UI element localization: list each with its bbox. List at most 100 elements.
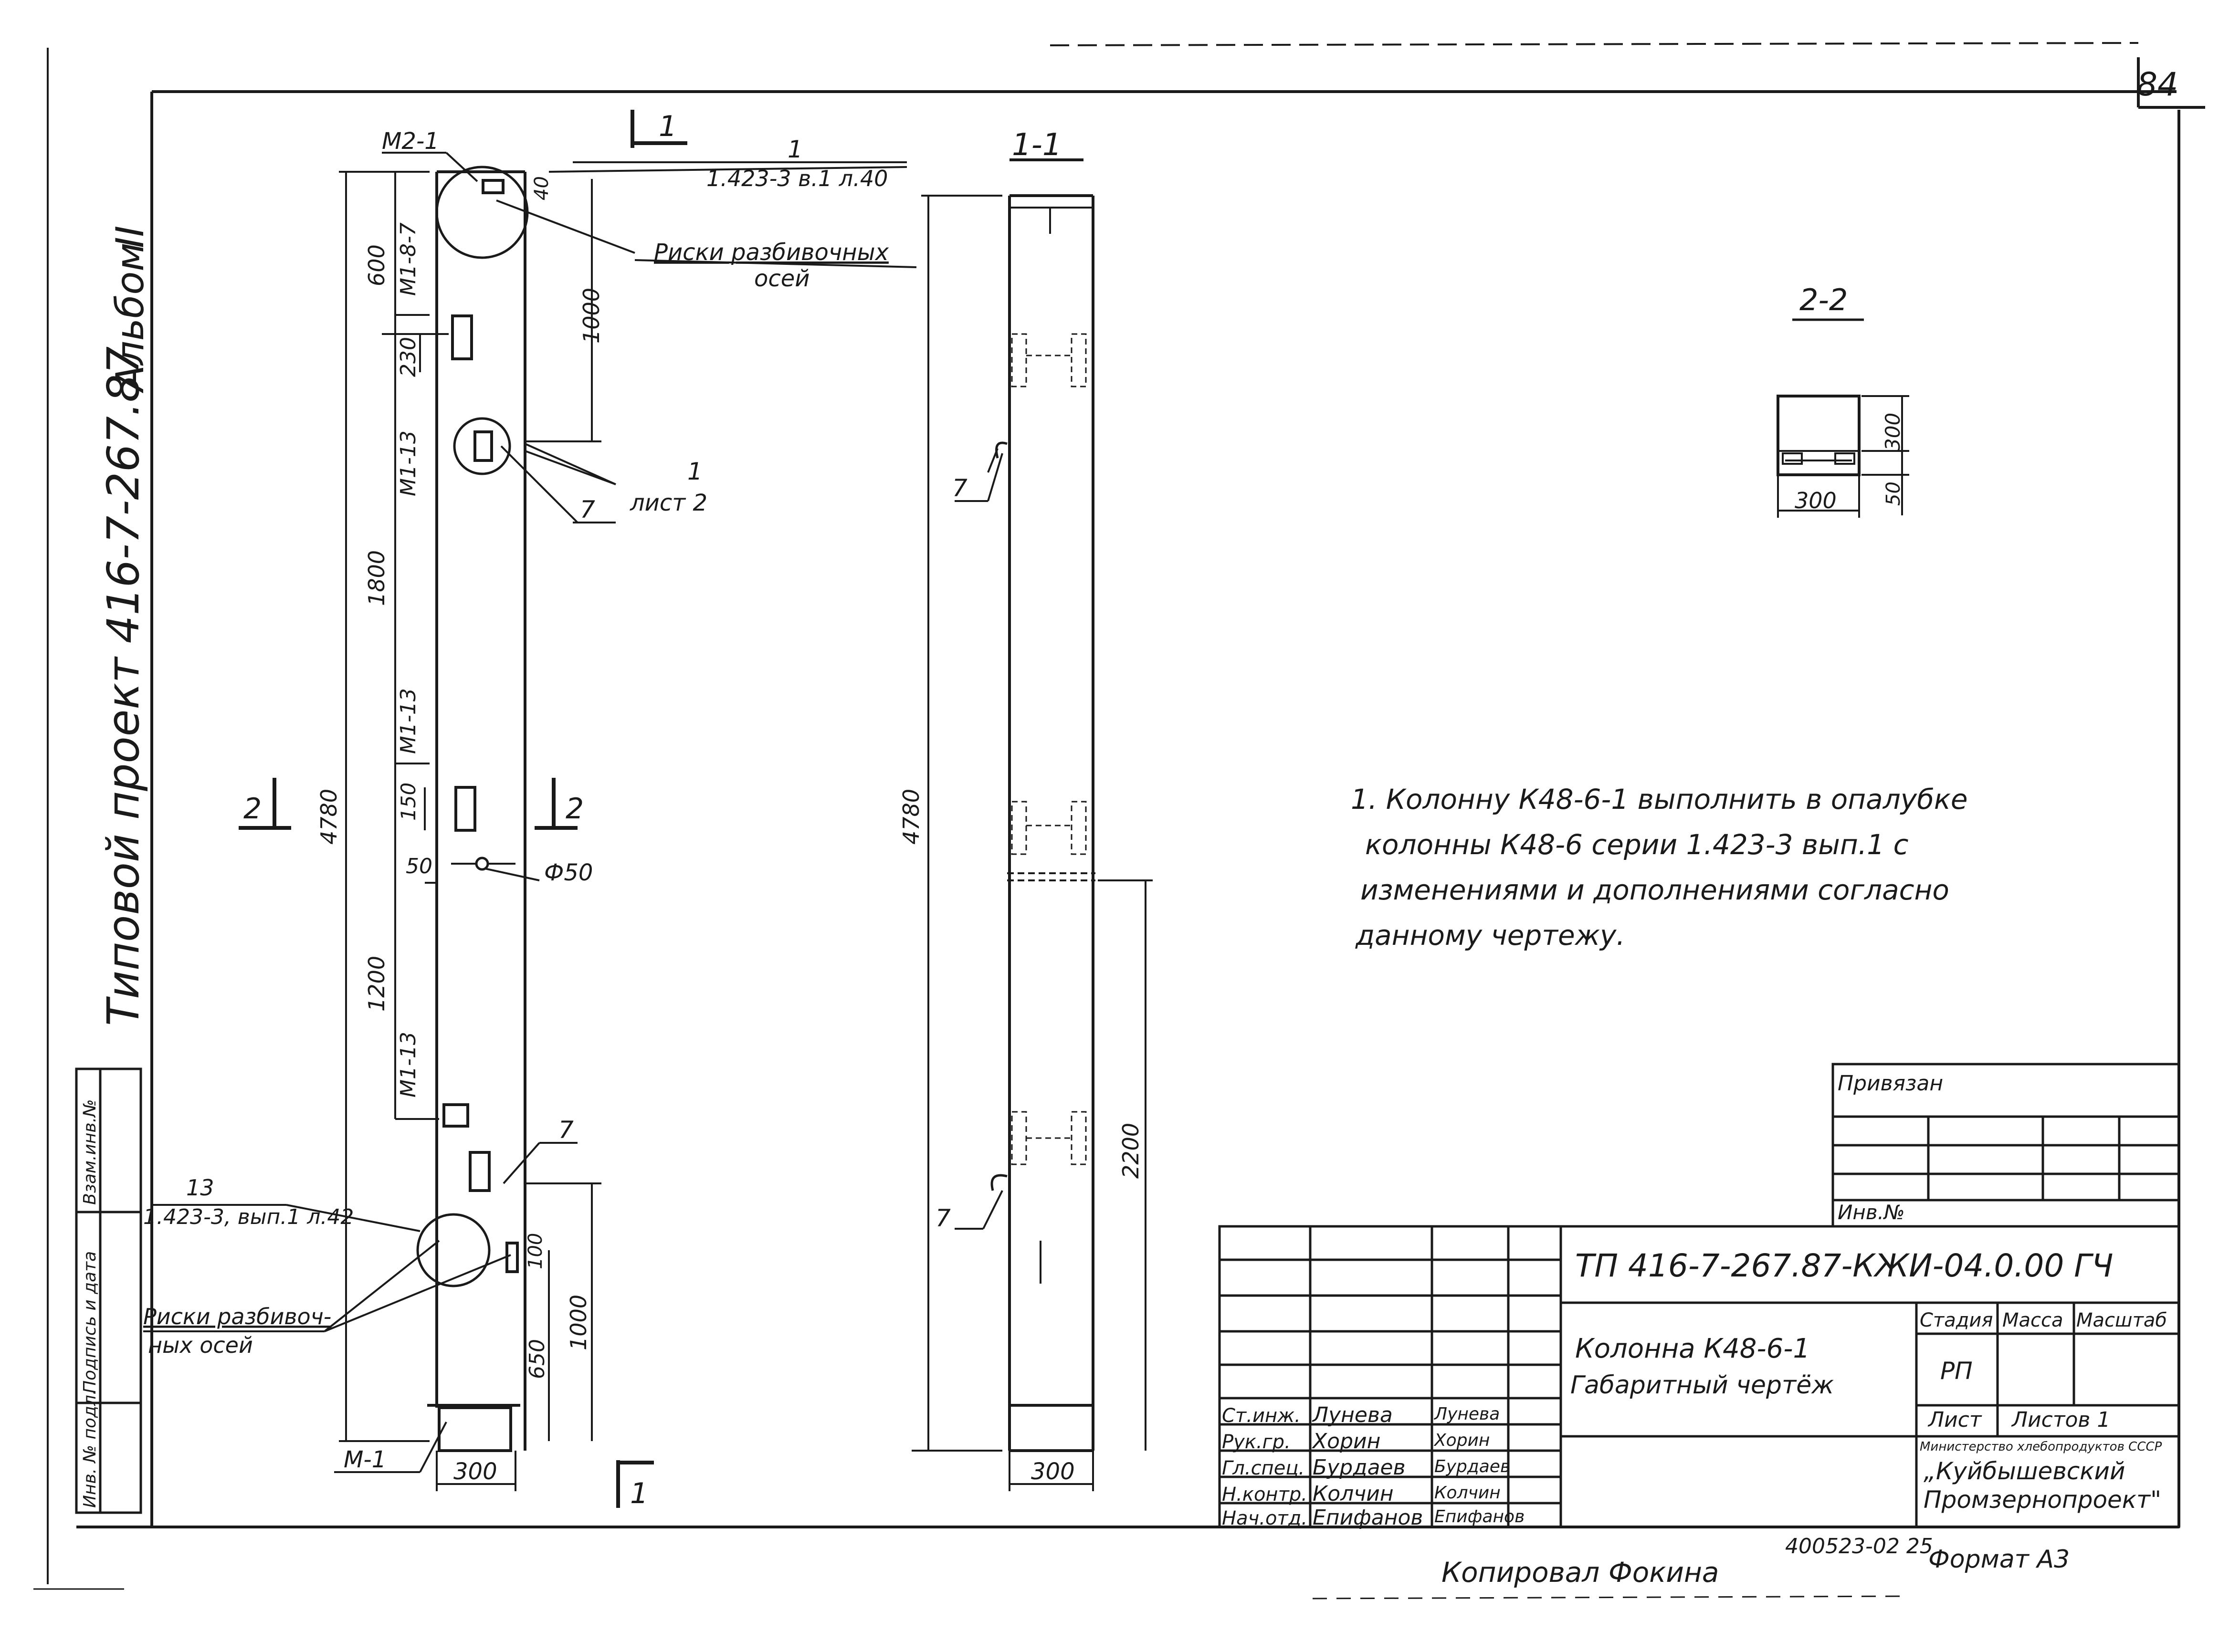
callout-7-lower: 7: [558, 1116, 574, 1144]
album-label: Альбом: [108, 242, 152, 394]
side-dim-4780: 4780: [898, 789, 924, 845]
section-2-2-height: 300: [1881, 413, 1904, 451]
section-2-left-label: 2: [243, 792, 262, 826]
label-m1-13-mid: М1-13: [396, 688, 421, 754]
dim-1000-top: 1000: [578, 288, 604, 344]
role-1: Рук.гр.: [1222, 1431, 1291, 1453]
side-view-labels: 1-1 7 7 4780 2200 300: [898, 127, 1144, 1485]
label-m2-1: М2-1: [382, 128, 439, 155]
side-view-title: 1-1: [1012, 127, 1062, 163]
sheet-label: Лист: [1927, 1408, 1982, 1432]
org-name-2: Промзернопроект": [1924, 1486, 2161, 1514]
callout-risks-top-1: Риски разбивочных: [654, 239, 889, 266]
name-2: Бурдаев: [1313, 1455, 1406, 1480]
callout-risks-bot-1: Риски разбивоч-: [143, 1304, 331, 1329]
section-2-2-title: 2-2: [1799, 282, 1848, 317]
callout-1: 1: [788, 136, 803, 163]
side-callout-7-lower: 7: [936, 1204, 951, 1232]
note-line-2: колонны К48-6 серии 1.423-3 вып.1 с: [1365, 828, 1909, 861]
section-1-top-label: 1: [659, 110, 677, 143]
side-view-dimensions: [912, 158, 1153, 1491]
front-view-labels: М2-1 1 1 2 2 1 1.423-3 в.1 л.40 Риски ра…: [143, 110, 889, 1510]
inv-no-label: Инв.№: [1838, 1201, 1905, 1224]
sheet-format: Формат А3: [1928, 1545, 2070, 1574]
ministry-name: Министерство хлебопродуктов СССР: [1920, 1440, 2162, 1454]
dim-100: 100: [525, 1233, 547, 1269]
sheet-number: 84: [2137, 66, 2178, 104]
sign-1: Хорин: [1433, 1431, 1490, 1450]
callout-risks-top-2: осей: [754, 265, 810, 292]
section-2-right-label: 2: [566, 792, 584, 826]
dim-150: 150: [397, 783, 420, 821]
dim-50: 50: [406, 854, 432, 878]
name-4: Епифанов: [1313, 1506, 1423, 1530]
mass-header: Масса: [2002, 1309, 2063, 1331]
album-number: II: [108, 226, 152, 248]
hole-diameter: Ф50: [544, 859, 593, 886]
section-2-2-offset: 50: [1882, 481, 1904, 506]
sign-2: Бурдаев: [1434, 1457, 1510, 1476]
label-m1-13-top: М1-13: [396, 430, 421, 496]
callout-13: 13: [186, 1175, 214, 1201]
scale-header: Масштаб: [2076, 1309, 2167, 1331]
side-dim-300: 300: [1031, 1458, 1075, 1485]
dim-300-front: 300: [453, 1458, 497, 1485]
dim-40: 40: [531, 176, 553, 200]
side-callout-7-upper: 7: [952, 474, 968, 502]
privyazan-label: Привязан: [1838, 1071, 1943, 1096]
front-view-dimensions: [339, 171, 601, 1491]
drawing-name-2: Габаритный чертёж: [1570, 1371, 1834, 1400]
title-block: Привязан Инв.№ ТП 416-7-267.87-КЖИ-04.0.…: [1222, 1071, 2167, 1530]
callout-7-upper: 7: [580, 496, 595, 523]
sign-4: Епифанов: [1434, 1507, 1525, 1527]
name-1: Хорин: [1312, 1429, 1380, 1453]
front-view-leaders: [143, 152, 917, 1473]
callout-1-ref: 1.423-3 в.1 л.40: [706, 166, 888, 191]
sheets-label: Листов 1: [2011, 1408, 2110, 1432]
side-view-column: [1007, 194, 1095, 1452]
dim-650: 650: [525, 1339, 549, 1379]
section-markers-front: [239, 110, 687, 1508]
sheet-frame: [33, 42, 2205, 1600]
left-stamp: [75, 1067, 142, 1514]
stage-header: Стадия: [1920, 1309, 1993, 1331]
stamp-sign-date: Подпись и дата: [80, 1251, 100, 1393]
side-view-bracket-upper: [995, 441, 1008, 459]
note-line-4: данному чертежу.: [1355, 919, 1625, 951]
sign-0: Лунева: [1433, 1404, 1500, 1424]
front-view-column: [416, 166, 529, 1452]
callout-list-2: лист 2: [630, 490, 707, 516]
name-3: Колчин: [1313, 1482, 1394, 1506]
name-0: Лунева: [1312, 1403, 1393, 1427]
side-view-hidden-inserts: [1011, 333, 1087, 1165]
role-4: Нач.отд.: [1222, 1507, 1307, 1529]
stage-value: РП: [1940, 1357, 1973, 1385]
callout-list-1: 1: [687, 458, 703, 485]
role-0: Ст.инж.: [1222, 1405, 1301, 1427]
label-m1-13-low: М1-13: [396, 1032, 421, 1098]
sign-3: Колчин: [1434, 1483, 1501, 1503]
org-name-1: „Куйбышевский: [1924, 1457, 2125, 1485]
dim-230: 230: [396, 337, 421, 377]
dim-600: 600: [364, 244, 389, 286]
role-3: Н.контр.: [1222, 1484, 1307, 1506]
section-2-2-width: 300: [1795, 488, 1837, 513]
project-title: Типовой проект 416-7-267.87: [98, 346, 149, 1026]
drawing-name-1: Колонна К48-6-1: [1575, 1333, 1810, 1364]
callout-13-ref: 1.423-3, вып.1 л.42: [143, 1205, 354, 1229]
label-m1-8-7: М1-8-7: [396, 222, 421, 296]
dim-1200: 1200: [364, 956, 389, 1012]
dim-1800: 1800: [364, 550, 389, 606]
stamp-inv-podl: Инв. № подл.: [80, 1390, 100, 1508]
side-dim-2200: 2200: [1118, 1123, 1144, 1179]
note-line-3: изменениями и дополнениями согласно: [1360, 874, 1949, 906]
stamp-vzam-inv: Взам.инв.№: [80, 1099, 100, 1205]
title-block-grid: [1218, 1063, 2180, 1528]
section-2-2: [1777, 318, 1909, 518]
dim-1000-bot: 1000: [566, 1295, 591, 1350]
callout-risks-bot-2: ных осей: [148, 1332, 253, 1358]
general-note: 1. Колонну К48-6-1 выполнить в опалубке …: [1351, 783, 1968, 951]
drawing-code: ТП 416-7-267.87-КЖИ-04.0.00 ГЧ: [1575, 1247, 2113, 1284]
note-line-1: 1. Колонну К48-6-1 выполнить в опалубке: [1351, 783, 1968, 816]
